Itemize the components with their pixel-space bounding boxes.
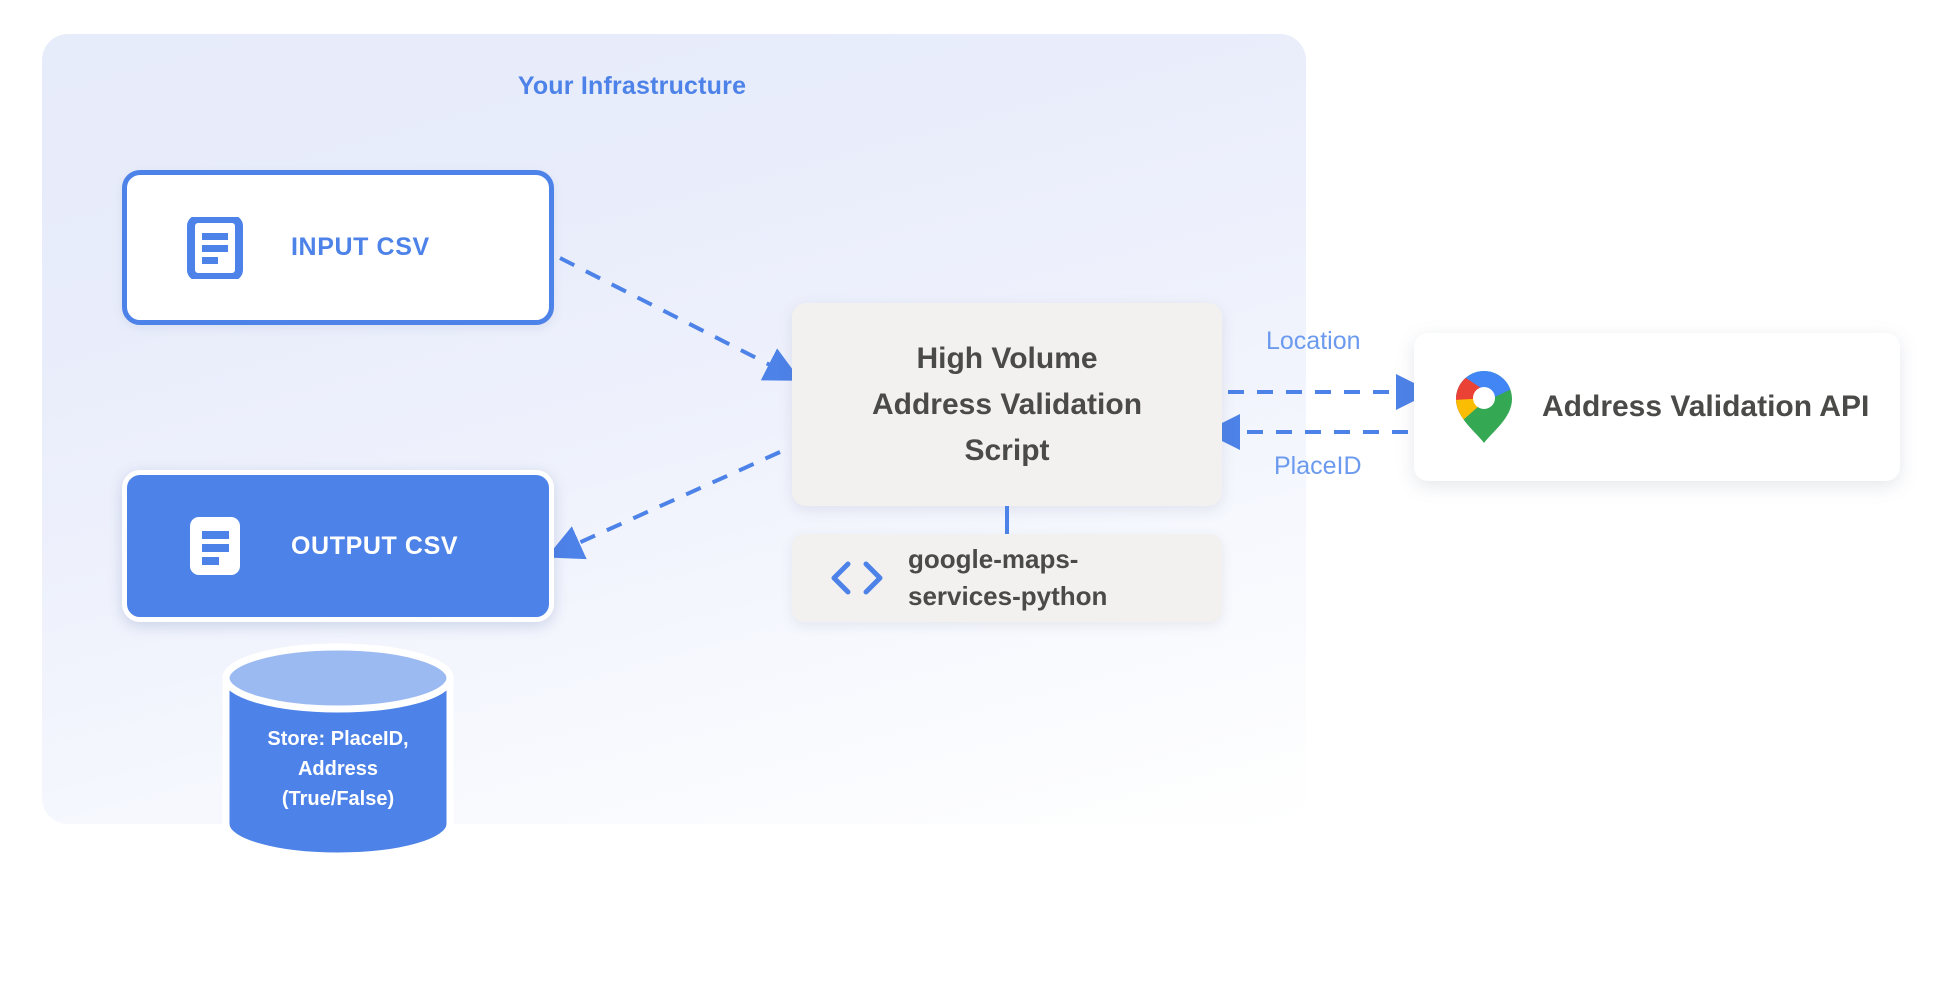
input-csv-label: INPUT CSV — [291, 233, 430, 261]
edge-label-placeid: PlaceID — [1274, 452, 1362, 480]
document-icon — [187, 216, 243, 279]
node-validation-script[interactable]: High Volume Address Validation Script — [792, 303, 1222, 506]
library-line-1: google-maps- — [908, 544, 1079, 574]
node-output-csv[interactable]: OUTPUT CSV — [122, 470, 554, 622]
google-maps-pin-icon — [1456, 371, 1512, 443]
code-brackets-icon — [831, 561, 883, 595]
document-icon — [190, 517, 240, 575]
library-line-2: services-python — [908, 581, 1108, 611]
script-line-2: Address Validation — [871, 387, 1143, 421]
output-csv-label: OUTPUT CSV — [291, 531, 459, 560]
node-input-csv[interactable]: INPUT CSV — [122, 170, 554, 325]
edge-label-location: Location — [1266, 327, 1361, 355]
script-line-1: High Volume — [916, 341, 1098, 375]
node-google-maps-library[interactable]: google-maps- services-python — [792, 534, 1222, 622]
panel-title: Your Infrastructure — [517, 72, 747, 100]
database-cylinder-shape — [222, 643, 454, 860]
node-database[interactable]: Store: PlaceID, Address (True/False) — [218, 640, 458, 862]
script-line-3: Script — [964, 433, 1050, 467]
api-label: Address Validation API — [1542, 390, 1870, 423]
script-library-connector — [1005, 506, 1009, 534]
node-address-validation-api[interactable]: Address Validation API — [1414, 333, 1900, 481]
